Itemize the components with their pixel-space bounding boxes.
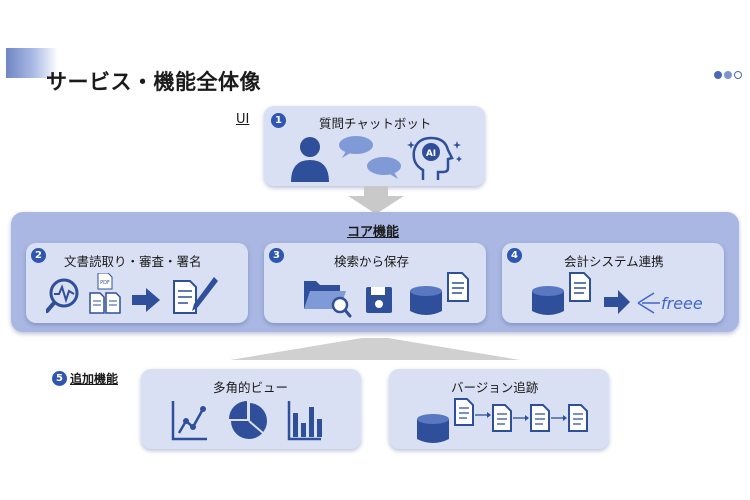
floppy-disk-icon <box>366 287 392 313</box>
magnify-wave-icon <box>46 278 79 313</box>
line-chart-icon <box>171 401 207 441</box>
search-storage-title: 検索から保存 <box>334 254 410 269</box>
version-tracking-icons <box>417 398 588 443</box>
document-icon <box>492 404 512 432</box>
ui-label: UI <box>236 112 250 127</box>
core-item-search: 3 検索から保存 <box>264 243 486 323</box>
document-icon <box>530 404 550 432</box>
accounting-integration-icons: freee <box>532 272 703 315</box>
chat-bubble-icon <box>339 136 373 158</box>
step-number-3: 3 <box>269 248 284 263</box>
step-number-2: 2 <box>31 248 46 263</box>
document-processing-title: 文書読取り・審査・署名 <box>64 254 202 269</box>
document-icon <box>89 292 121 314</box>
database-icon <box>410 286 442 315</box>
step-number-5: 5 <box>52 371 67 386</box>
ui-chatbot-box: 1 質問チャットボット AI <box>264 106 485 186</box>
multiview-title: 多角的ビュー <box>213 380 289 395</box>
ai-head-icon: AI <box>407 136 462 180</box>
folder-search-icon <box>304 281 352 318</box>
document-icon <box>569 272 591 302</box>
expansion-connector <box>230 338 520 360</box>
accounting-integration-title: 会計システム連携 <box>564 254 664 269</box>
chatbot-illustration: AI <box>291 136 462 182</box>
document-icon <box>568 404 588 432</box>
core-item-accounting: 4 会計システム連携 freee <box>502 243 724 323</box>
sign-document-icon <box>173 277 218 314</box>
user-icon <box>291 137 329 182</box>
extra-item-version-tracking: バージョン追跡 <box>389 369 609 449</box>
database-icon <box>532 286 564 315</box>
extra-item-multiview: 多角的ビュー <box>141 369 361 449</box>
title-accent-bar <box>6 48 58 78</box>
page-title: サービス・機能全体像 <box>46 70 261 94</box>
bar-chart-icon <box>287 401 322 441</box>
step-number-1: 1 <box>271 113 286 128</box>
ai-badge-text: AI <box>426 149 436 159</box>
database-icon <box>417 414 449 443</box>
pdf-document-icon: PDF <box>97 273 113 290</box>
document-processing-icons: PDF <box>46 273 218 314</box>
chat-bubble-icon <box>367 157 401 179</box>
core-title: コア機能 <box>347 225 400 240</box>
search-storage-icons <box>304 272 469 318</box>
chatbot-title: 質問チャットボット <box>319 116 432 131</box>
multiview-icons <box>171 401 322 441</box>
document-icon <box>454 398 474 426</box>
pdf-label: PDF <box>100 280 110 286</box>
document-icon <box>447 272 469 302</box>
down-arrow-icon <box>348 186 404 214</box>
core-functions-panel: コア機能 2 文書読取り・審査・署名 PDF <box>11 212 739 332</box>
freee-logo-text: freee <box>661 294 703 313</box>
pie-chart-icon <box>229 401 267 439</box>
core-item-document: 2 文書読取り・審査・署名 PDF <box>26 243 248 323</box>
arrow-right-icon <box>132 288 160 312</box>
arrow-right-icon <box>604 290 630 314</box>
extra-features-label: 追加機能 <box>70 372 119 386</box>
page-indicator-dots <box>714 71 742 79</box>
step-number-4: 4 <box>507 248 522 263</box>
freee-logo: freee <box>637 292 703 314</box>
version-tracking-title: バージョン追跡 <box>451 380 539 395</box>
